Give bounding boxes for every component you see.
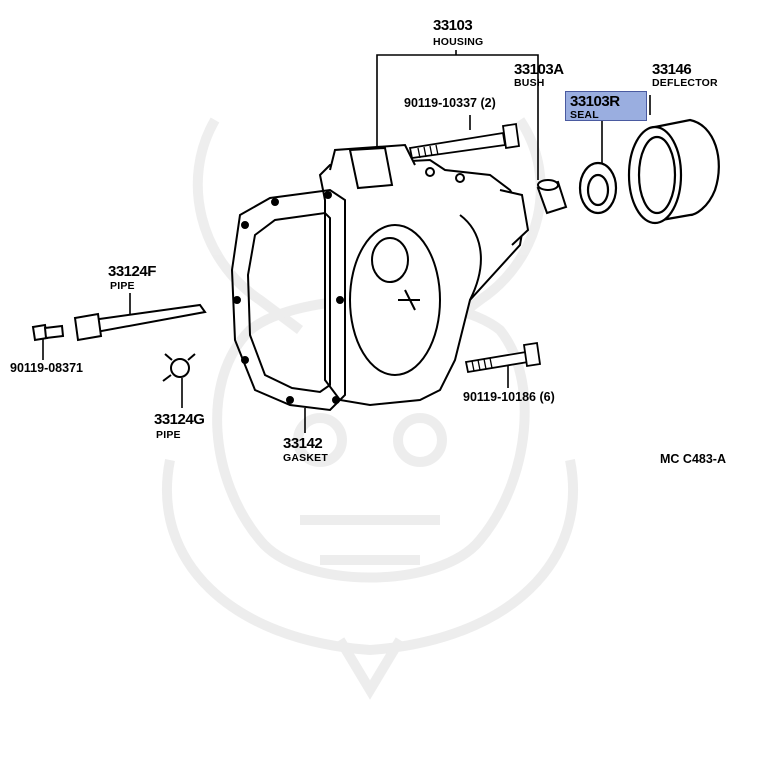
bush-number: 33103A bbox=[514, 61, 564, 78]
pipe-f-part bbox=[73, 303, 207, 342]
pipe-f-number: 33124F bbox=[108, 263, 156, 280]
seal-number: 33103R bbox=[570, 93, 620, 110]
bush-part bbox=[536, 179, 568, 215]
diagram-code: MC C483-A bbox=[660, 452, 726, 466]
bolt-upper-number: 90119-10337 (2) bbox=[404, 96, 496, 110]
plug-part bbox=[31, 323, 65, 342]
seal-name: SEAL bbox=[570, 109, 599, 121]
leader-lines bbox=[42, 50, 651, 433]
bolt-upper-part bbox=[408, 122, 521, 160]
pipe-g-part bbox=[162, 353, 196, 382]
deflector-number: 33146 bbox=[652, 61, 692, 78]
gasket-number: 33142 bbox=[283, 435, 323, 452]
gasket-name: GASKET bbox=[283, 452, 328, 464]
deflector-part bbox=[627, 118, 720, 225]
housing-name: HOUSING bbox=[433, 36, 484, 48]
bolt-lower-number: 90119-10186 (6) bbox=[463, 390, 555, 404]
bolt-lower-part bbox=[464, 341, 542, 374]
seal-highlight[interactable] bbox=[565, 91, 647, 121]
pipe-g-name: PIPE bbox=[156, 429, 181, 441]
bush-name: BUSH bbox=[514, 77, 545, 89]
pipe-g-number: 33124G bbox=[154, 411, 205, 428]
housing-part bbox=[318, 143, 530, 407]
plug-number: 90119-08371 bbox=[10, 361, 83, 375]
deflector-name: DEFLECTOR bbox=[652, 77, 718, 89]
seal-part bbox=[578, 161, 618, 215]
housing-number: 33103 bbox=[433, 17, 473, 34]
pipe-f-name: PIPE bbox=[110, 280, 135, 292]
gasket-part bbox=[230, 188, 346, 412]
